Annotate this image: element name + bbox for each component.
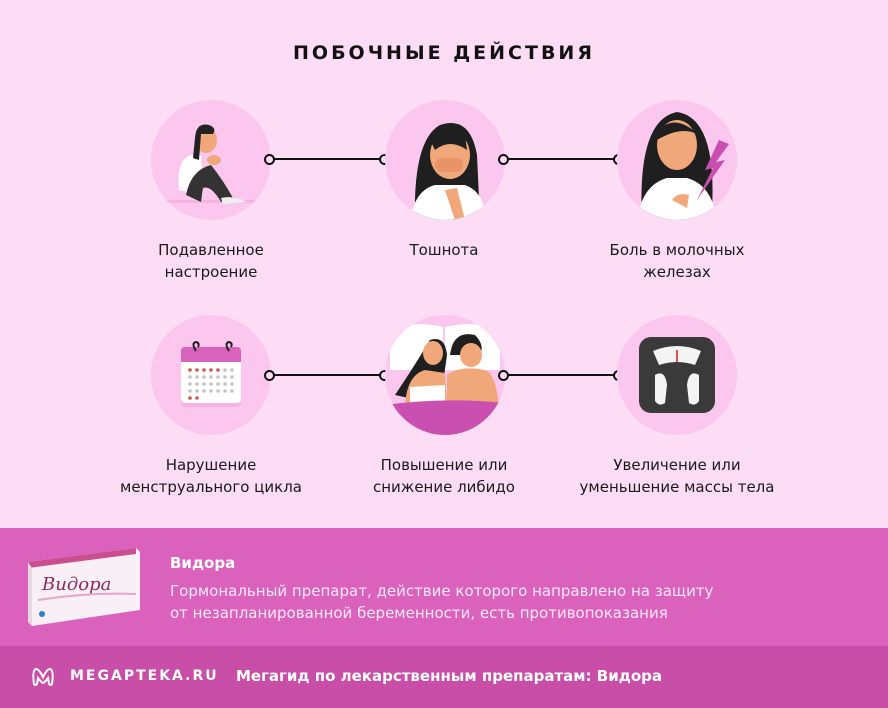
side-effect-label: Тошнота	[409, 241, 479, 259]
svg-text:Видора: Видора	[41, 574, 111, 595]
megapteka-logo-icon[interactable]	[30, 666, 56, 688]
connector-1-2	[264, 154, 390, 165]
connector-2-3	[498, 154, 624, 165]
page-title: ПОБОЧНЫЕ ДЕЙСТВИЯ	[293, 42, 595, 64]
couple-in-bed-icon	[385, 315, 505, 435]
depressed-woman-icon	[151, 100, 271, 220]
product-package-image: Видора	[28, 548, 140, 626]
product-description: Гормональный препарат, действие которого…	[170, 582, 714, 622]
logo-text[interactable]: MEGAPTEKA.RU	[70, 668, 219, 684]
connector-5-6	[498, 370, 624, 381]
bathroom-scale-icon	[617, 315, 737, 435]
product-panel: Видора Видора Гормональный препарат, дей…	[0, 528, 888, 646]
connector-4-5	[264, 370, 390, 381]
breast-pain-woman-icon	[617, 100, 737, 220]
nauseous-woman-icon	[385, 100, 505, 220]
footer-tagline: Мегагид по лекарственным препаратам: Вид…	[236, 667, 662, 685]
product-name: Видора	[170, 554, 236, 572]
calendar-icon	[151, 315, 271, 435]
footer: MEGAPTEKA.RU Мегагид по лекарственным пр…	[0, 646, 888, 708]
